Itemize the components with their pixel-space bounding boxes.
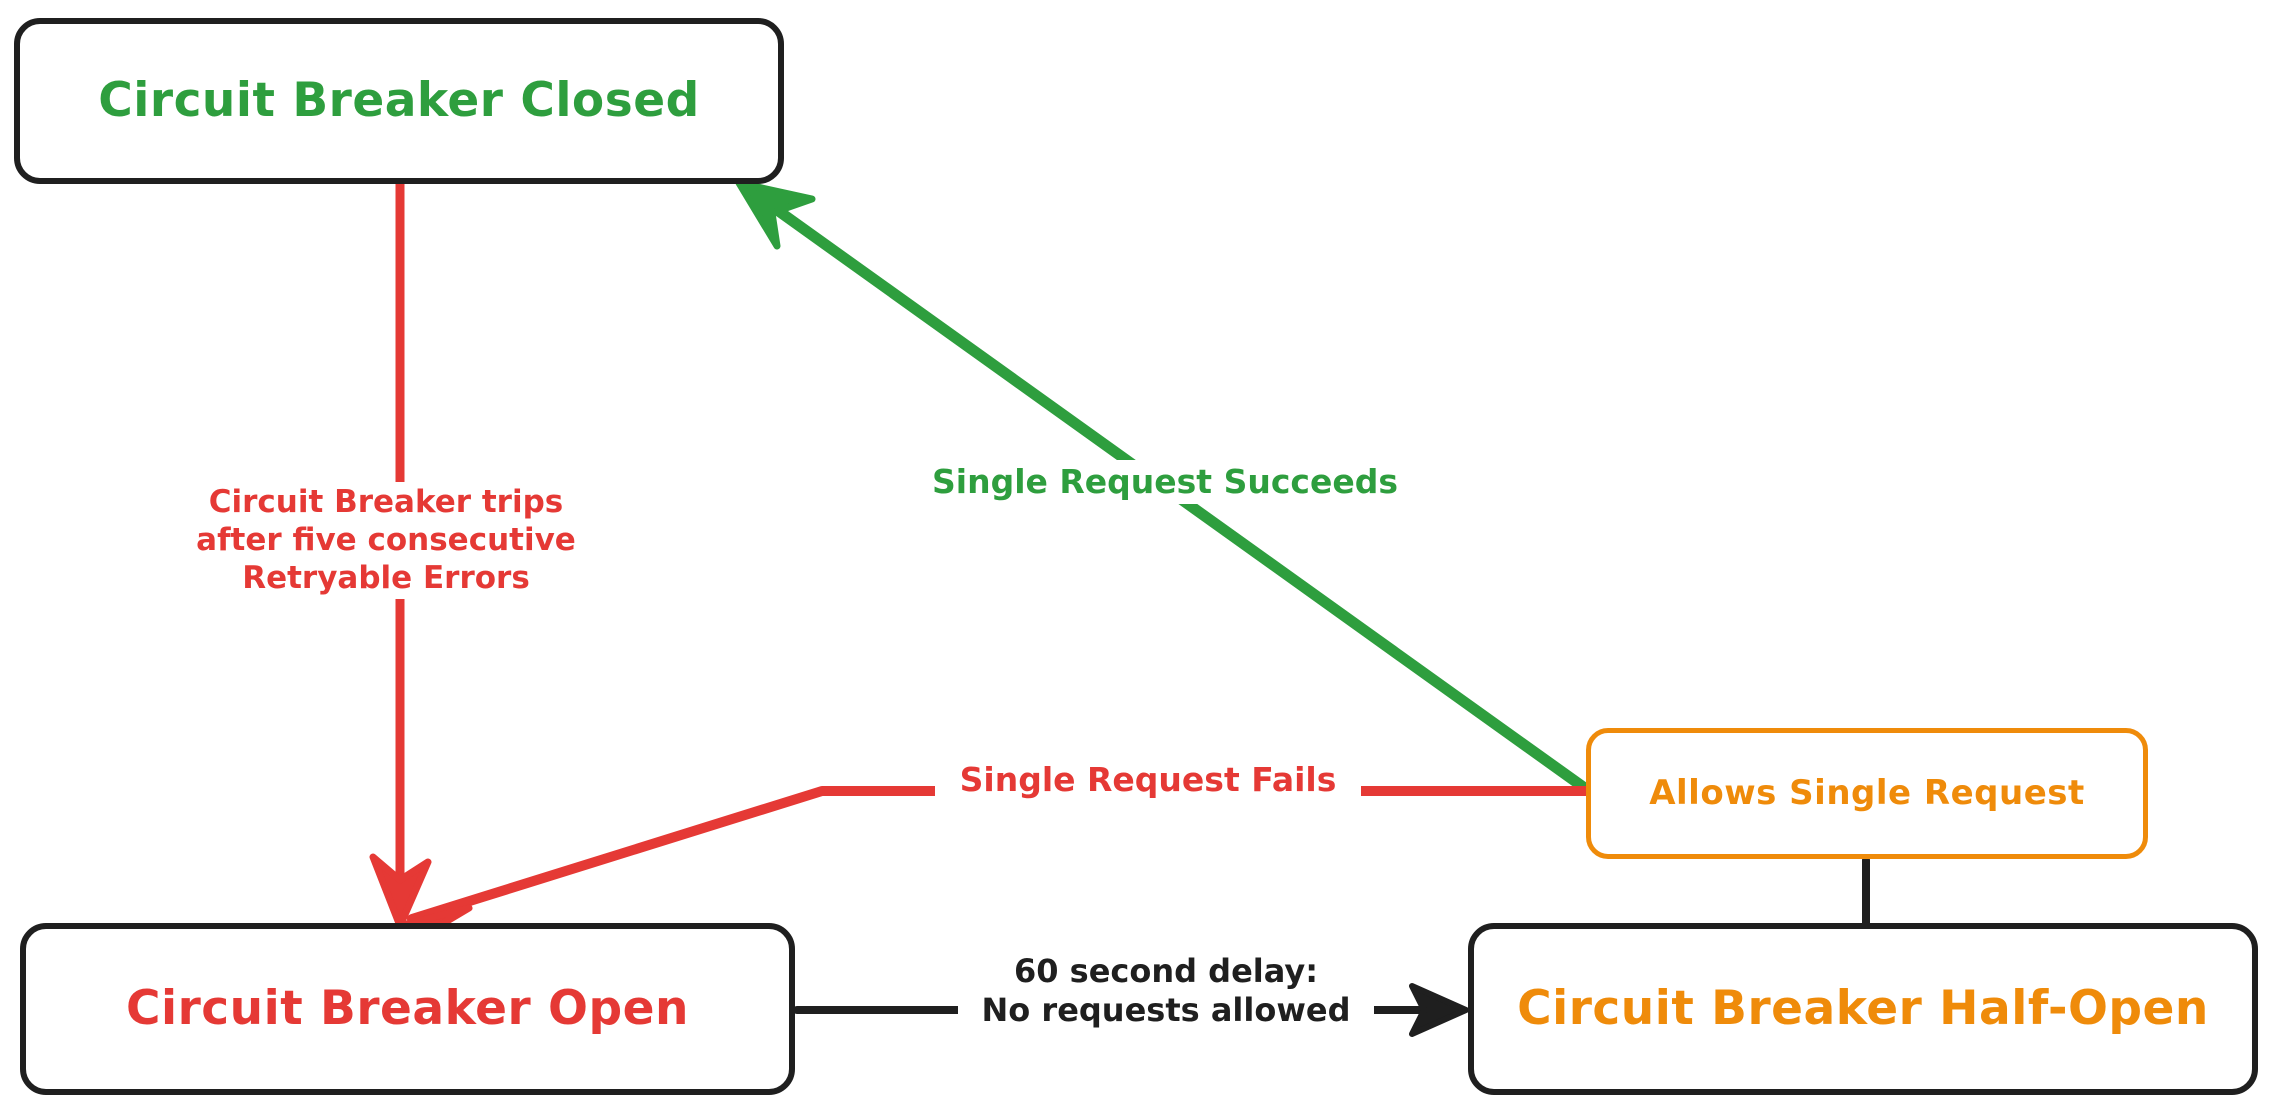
state-node-label: Circuit Breaker Closed	[98, 73, 700, 129]
state-node-circuit-breaker-open[interactable]: Circuit Breaker Open	[20, 923, 795, 1095]
state-node-label: Circuit Breaker Half-Open	[1517, 981, 2209, 1037]
edge-label-60-second-delay: 60 second delay: No requests allowed	[958, 950, 1374, 1033]
note-node-allows-single-request[interactable]: Allows Single Request	[1586, 728, 2148, 859]
edge-label-circuit-breaker-trips: Circuit Breaker trips after five consecu…	[178, 482, 594, 600]
edge-label-single-request-succeeds: Single Request Succeeds	[912, 460, 1418, 505]
edge-label-single-request-fails: Single Request Fails	[935, 758, 1361, 803]
state-node-label: Circuit Breaker Open	[126, 981, 689, 1037]
state-node-circuit-breaker-closed[interactable]: Circuit Breaker Closed	[14, 18, 784, 184]
state-node-circuit-breaker-half-open[interactable]: Circuit Breaker Half-Open	[1468, 923, 2258, 1095]
note-node-label: Allows Single Request	[1649, 772, 2085, 813]
